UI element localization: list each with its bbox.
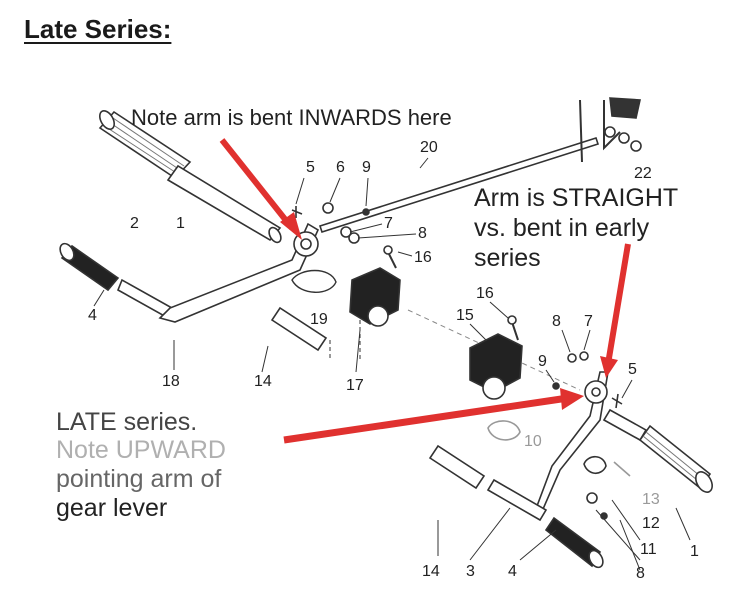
arrow-arm-straight <box>605 243 631 365</box>
late-footrest-bar <box>602 408 648 442</box>
late-part-label-3: 3 <box>466 563 475 580</box>
late-assembly <box>428 315 713 571</box>
late-part-label-16: 16 <box>476 285 494 302</box>
red-arrows <box>219 138 631 444</box>
arrow-bent-inwards <box>219 138 295 230</box>
early-part-label-8: 8 <box>418 225 427 242</box>
early-pedal-rubber-14 <box>270 306 328 352</box>
early-part-label-1: 1 <box>176 215 185 232</box>
early-part-label-2: 2 <box>130 215 139 232</box>
late-part-label-1: 1 <box>690 543 699 560</box>
early-part-label-9: 9 <box>362 159 371 176</box>
early-part-label-4: 4 <box>88 307 97 324</box>
note-arm-straight-line-1: Arm is STRAIGHT <box>474 184 678 212</box>
late-clamp-block-15 <box>469 315 523 400</box>
section-heading: Late Series: <box>24 14 172 44</box>
late-part-label-5: 5 <box>628 361 637 378</box>
note-arm-straight-line-2: vs. bent in early <box>474 214 650 242</box>
early-spring-clip-19 <box>291 269 337 293</box>
early-washer-8 <box>348 232 360 244</box>
early-assembly <box>59 97 642 391</box>
late-pedal-rubber-14 <box>428 444 486 490</box>
early-footrest-peg <box>116 278 174 320</box>
early-gear-lever-18 <box>158 222 320 323</box>
late-lever-foot-3 <box>486 478 548 522</box>
late-part-label-13: 13 <box>642 491 660 508</box>
late-part-label-15: 15 <box>456 307 474 324</box>
late-spring-13 <box>613 461 631 477</box>
late-leader-lines <box>469 301 633 399</box>
early-nut-9 <box>362 208 370 216</box>
early-gearbox-bracket <box>579 99 621 163</box>
arrow-upward-arm <box>283 394 569 444</box>
early-gearbox-selector <box>609 97 641 119</box>
early-footrest-rubber-4 <box>59 242 120 292</box>
early-part-label-19: 19 <box>310 311 328 328</box>
early-leader-lines <box>93 157 429 373</box>
early-part-label-14: 14 <box>254 373 272 390</box>
early-part-label-5: 5 <box>306 159 315 176</box>
late-spring-clip-10 <box>487 420 521 441</box>
early-part-label-17: 17 <box>346 377 364 394</box>
note-bent-inwards: Note arm is bent INWARDS here <box>131 105 452 130</box>
early-bolt-5 <box>291 206 303 218</box>
note-late-line-1: LATE series. <box>56 408 197 436</box>
late-part-label-12: 12 <box>642 515 660 532</box>
late-footrest-rubber-1 <box>638 424 713 493</box>
late-part-label-7: 7 <box>584 313 593 330</box>
late-part-label-14: 14 <box>422 563 440 580</box>
early-part-label-20: 20 <box>420 139 438 156</box>
early-footrest-bar-1 <box>166 164 282 244</box>
early-part-label-6: 6 <box>336 159 345 176</box>
early-part-label-22: 22 <box>634 165 652 182</box>
late-washer-8 <box>567 353 577 363</box>
late-bolt-5 <box>611 393 623 409</box>
early-footrest-rubber-2 <box>98 110 192 180</box>
late-footrest-rubber-4 <box>544 516 604 569</box>
note-arm-straight-line-3: series <box>474 244 541 272</box>
early-part-label-18: 18 <box>162 373 180 390</box>
late-washer-11 <box>586 492 598 504</box>
late-nut-9 <box>552 382 560 390</box>
note-late-line-2: Note UPWARD <box>56 436 226 464</box>
late-spacer-12 <box>583 455 607 475</box>
late-washer-7 <box>579 351 589 361</box>
late-part-label-8: 8 <box>552 313 561 330</box>
early-washer-6 <box>322 202 334 214</box>
early-part-label-7: 7 <box>384 215 393 232</box>
early-clamp-block-17 <box>349 245 401 327</box>
late-part-label-11: 11 <box>640 541 657 558</box>
late-part-label-8b: 8 <box>636 565 645 582</box>
late-part-label-9: 9 <box>538 353 547 370</box>
note-late-line-4: gear lever <box>56 494 167 522</box>
note-late-line-3: pointing arm of <box>56 465 221 493</box>
early-part-label-16: 16 <box>414 249 432 266</box>
late-part-label-10: 10 <box>524 433 542 450</box>
early-linkage-rod-20 <box>318 136 600 234</box>
late-part-label-4: 4 <box>508 563 517 580</box>
